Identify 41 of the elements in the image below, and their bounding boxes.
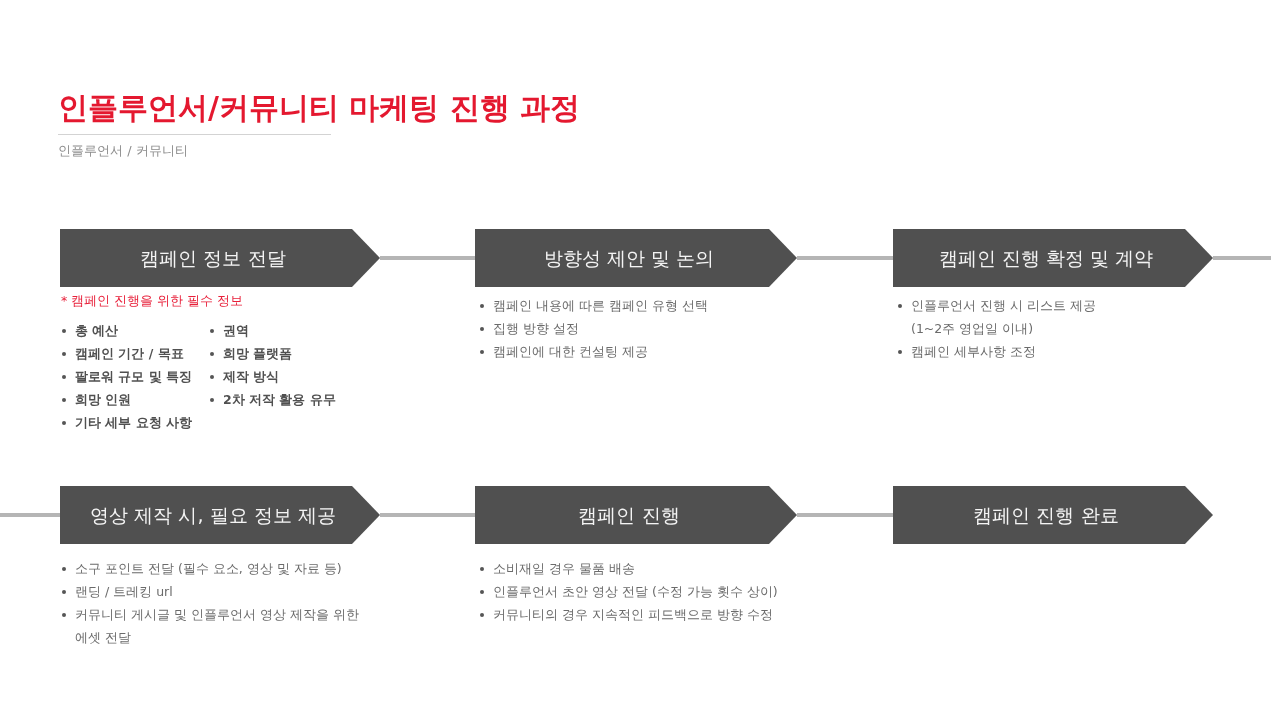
connector-line bbox=[380, 256, 475, 260]
process-chevron bbox=[475, 229, 797, 287]
bullet-item-text: 소비재일 경우 물품 배송 bbox=[493, 560, 635, 578]
bullet-item-text: 인플루언서 초안 영상 전달 (수정 가능 횟수 상이) bbox=[493, 583, 778, 601]
process-chevron bbox=[893, 229, 1213, 287]
bullet-item-text: 캠페인에 대한 컨설팅 제공 bbox=[493, 343, 648, 361]
step-title: 캠페인 진행 bbox=[577, 503, 681, 528]
bullet-item-text: 2차 저작 활용 유무 bbox=[223, 391, 336, 409]
bullet-item-text: 커뮤니티의 경우 지속적인 피드백으로 방향 수정 bbox=[493, 606, 773, 624]
process-chevron bbox=[60, 486, 380, 544]
bullet-item-text: 총 예산 bbox=[75, 322, 119, 340]
process-chevron bbox=[475, 486, 797, 544]
bullet-item-text: 제작 방식 bbox=[223, 368, 280, 386]
bullet-item-text: 희망 플랫폼 bbox=[223, 345, 293, 363]
bullet-item-text: 팔로워 규모 및 특징 bbox=[75, 368, 193, 386]
bullet-item-text: 권역 bbox=[223, 322, 249, 340]
connector-line bbox=[380, 513, 475, 517]
connector-line bbox=[0, 513, 60, 517]
note-text: * 캠페인 진행을 위한 필수 정보 bbox=[61, 292, 244, 310]
connector-line bbox=[1213, 256, 1271, 260]
connector-line bbox=[797, 513, 893, 517]
step-title: 영상 제작 시, 필요 정보 제공 bbox=[89, 503, 337, 528]
step-title: 캠페인 진행 확정 및 계약 bbox=[937, 246, 1155, 271]
bullet-item-text: 커뮤니티 게시글 및 인플루언서 영상 제작을 위한 에셋 전달 bbox=[75, 606, 360, 647]
bullet-item-text: 캠페인 내용에 따른 캠페인 유형 선택 bbox=[493, 297, 708, 315]
bullet-item-text: 랜딩 / 트레킹 url bbox=[75, 583, 173, 601]
bullet-item-text: 캠페인 기간 / 목표 bbox=[75, 345, 184, 363]
step-title: 방향성 제안 및 논의 bbox=[542, 246, 716, 271]
step-title: 캠페인 정보 전달 bbox=[139, 246, 287, 271]
subtitle-text: 인플루언서 / 커뮤니티 bbox=[58, 142, 188, 160]
bullet-item-text: 인플루언서 진행 시 리스트 제공 (1~2주 영업일 이내) bbox=[911, 297, 1097, 338]
process-chevron bbox=[60, 229, 380, 287]
connector-line bbox=[797, 256, 893, 260]
bullet-item-text: 집행 방향 설정 bbox=[493, 320, 579, 338]
page-title: 인플루언서/커뮤니티 마케팅 진행 과정 bbox=[58, 89, 581, 127]
bullet-item-text: 희망 인원 bbox=[75, 391, 132, 409]
step-title: 캠페인 진행 완료 bbox=[972, 503, 1120, 528]
process-chevron bbox=[893, 486, 1213, 544]
bullet-item-text: 소구 포인트 전달 (필수 요소, 영상 및 자료 등) bbox=[75, 560, 342, 578]
bullet-item-text: 기타 세부 요청 사항 bbox=[75, 414, 193, 432]
bullet-item-text: 캠페인 세부사항 조정 bbox=[911, 343, 1036, 361]
